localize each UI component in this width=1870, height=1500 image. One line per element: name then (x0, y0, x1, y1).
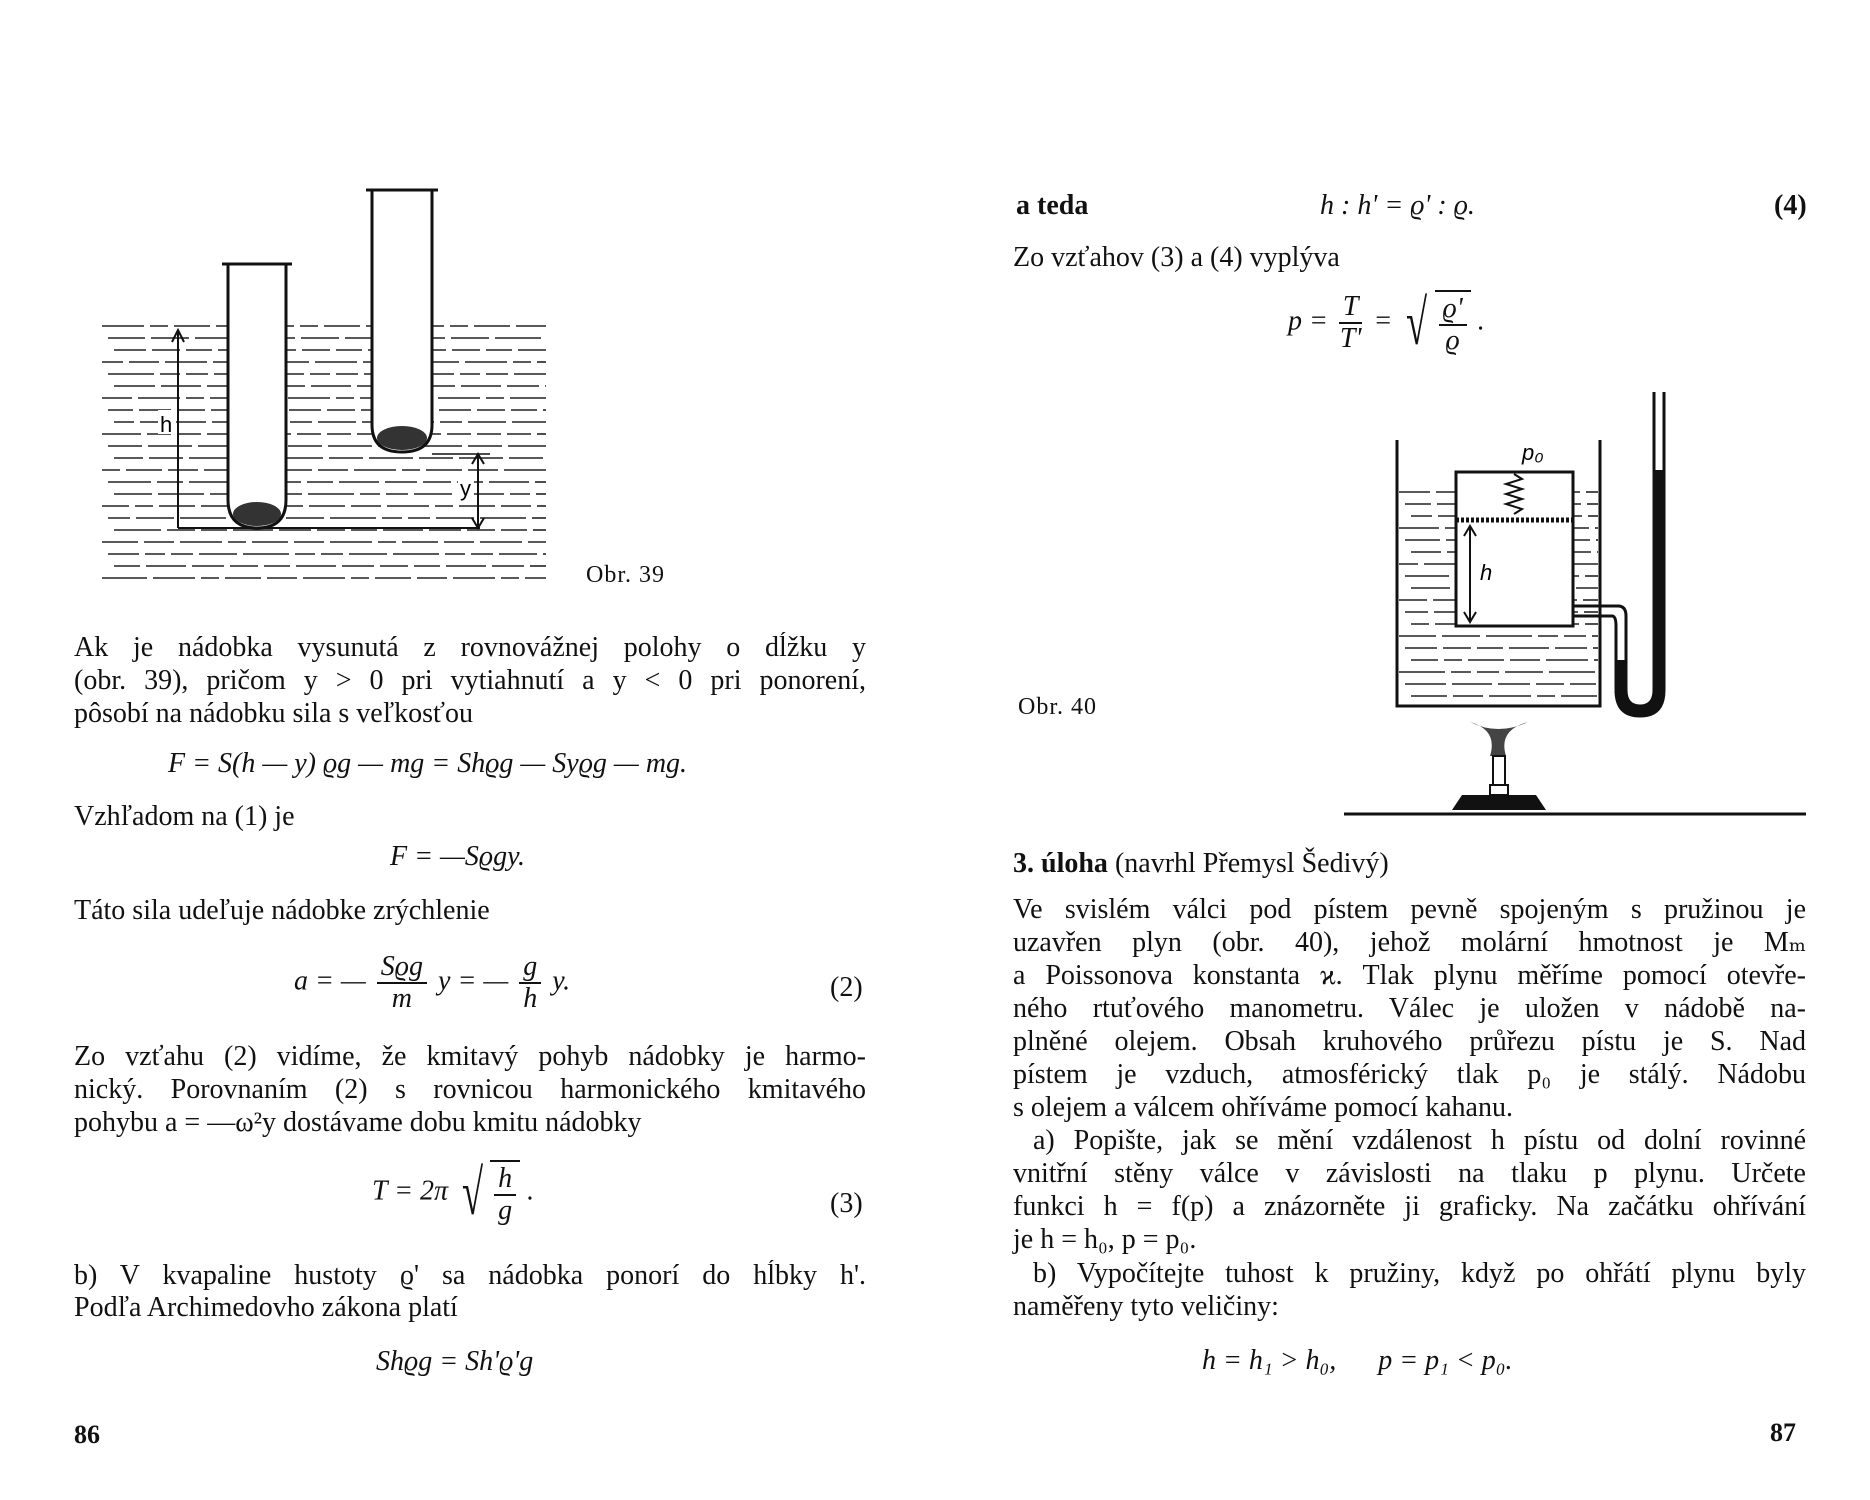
page-number-left: 86 (74, 1420, 100, 1449)
figure-39-test-tubes: h y (102, 188, 546, 579)
equation-force: F = S(h — y) ϱg — mg = Shϱg — Syϱg — mg. (168, 748, 688, 779)
text-line: uzavřen plyn (obr. 40), jehož molární hm… (1013, 927, 1806, 958)
text-line: je h = h₀, p = p₀. (1013, 1224, 1197, 1255)
task-title: 3. úloha (navrhl Přemysl Šedivý) (1013, 848, 1806, 880)
figure-40-label-h: h (1480, 560, 1492, 585)
text-line: vnitřní stěny válce v závislosti na tlak… (1013, 1158, 1806, 1189)
eq-numerator: Sϱg (376, 952, 428, 984)
eq-denominator: g (498, 1195, 513, 1226)
task-number: 3. úloha (1013, 848, 1108, 879)
text-line: plněné olejem. Obsah kruhového průřezu p… (1013, 1026, 1806, 1057)
eq-part: p = (1288, 305, 1328, 337)
equation-archimedes: Shϱg = Sh'ϱ'g (376, 1346, 534, 1377)
eq-part: . (1477, 305, 1485, 337)
eq-part: y = — (438, 965, 509, 997)
text-line: b) Vypočítejte tuhost k pružiny, když po… (1033, 1258, 1806, 1289)
text-line: a teda (1016, 190, 1089, 221)
eq-numerator: T (1338, 292, 1363, 324)
equation-force-2: F = —Sϱgy. (390, 841, 525, 872)
figure-40-label-p0: p₀ (1521, 440, 1544, 465)
eq-part: = (1373, 305, 1393, 337)
text-line: naměřeny tyto veličiny: (1013, 1291, 1279, 1322)
text-line: pístem je vzduch, atmosférický tlak p₀ j… (1013, 1059, 1806, 1090)
text-line: s olejem a válcem ohříváme pomocí kahanu… (1013, 1092, 1513, 1123)
text-line: funkci h = f(p) a znázorněte ji graficky… (1013, 1191, 1806, 1222)
page-number-right: 87 (1770, 1418, 1796, 1447)
equation-number-3: (3) (830, 1188, 863, 1219)
eq-part: . (527, 1175, 535, 1207)
text-line: pohybu a = —ω²y dostávame dobu kmitu nád… (74, 1107, 642, 1138)
text-line: Zo vzťahov (3) a (4) vyplýva (1013, 242, 1340, 273)
equation-number-2: (2) (830, 972, 863, 1003)
eq-numerator: ϱ' (1438, 294, 1467, 326)
figure-39-caption: Obr. 39 (586, 562, 665, 588)
eq-denominator: h (523, 983, 538, 1014)
sqrt-sign-icon: √ (462, 1157, 484, 1228)
text-line: nický. Porovnaním (2) s rovnicou harmoni… (74, 1074, 866, 1105)
eq-denominator: ϱ (1445, 325, 1460, 356)
text-line: ného rtuťového manometru. Válec je ulože… (1013, 993, 1806, 1024)
text-line: pôsobí na nádobku sila s veľkosťou (74, 698, 473, 729)
figure-40-caption: Obr. 40 (1018, 694, 1097, 720)
text-line: Táto sila udeľuje nádobke zrýchlenie (74, 895, 490, 926)
eq-part: a = — (294, 965, 366, 997)
text-line: a Poissonova konstanta ϰ. Tlak plynu měř… (1013, 960, 1806, 991)
equation-ratio: h : h' = ϱ' : ϱ. (1320, 190, 1475, 221)
eq-part: T = 2π (372, 1175, 448, 1207)
sqrt-sign-icon: √ (1406, 287, 1428, 358)
text-line: (obr. 39), pričom y > 0 pri vytiahnutí a… (74, 665, 866, 696)
text-line: Ak je nádobka vysunutá z rovnovážnej pol… (74, 632, 866, 663)
equation-number-4: (4) (1774, 190, 1807, 221)
eq-part: y. (552, 965, 571, 997)
eq-numerator: h (494, 1164, 517, 1196)
eq-denominator: T' (1339, 323, 1362, 354)
text-line: a) Popište, jak se mění vzdálenost h pís… (1033, 1125, 1806, 1156)
figure-40-apparatus: h p₀ (1344, 392, 1806, 816)
eq-denominator: m (391, 983, 413, 1014)
figure-39-label-y: y (460, 476, 471, 501)
text-line: Ve svislém válci pod pístem pevně spojen… (1013, 894, 1806, 925)
equation-final: h = h₁ > h₀, p = p₁ < p₀. (1202, 1345, 1513, 1376)
task-author: (navrhl Přemysl Šedivý) (1114, 848, 1389, 879)
text-line: Vzhľadom na (1) je (74, 801, 295, 832)
eq-numerator: g (519, 952, 542, 984)
text-line: b) V kvapaline hustoty ϱ' sa nádobka pon… (74, 1260, 866, 1291)
text-line: Podľa Archimedovho zákona platí (74, 1292, 458, 1323)
figure-39-label-h: h (160, 412, 172, 437)
text-line: Zo vzťahu (2) vidíme, že kmitavý pohyb n… (74, 1041, 866, 1072)
